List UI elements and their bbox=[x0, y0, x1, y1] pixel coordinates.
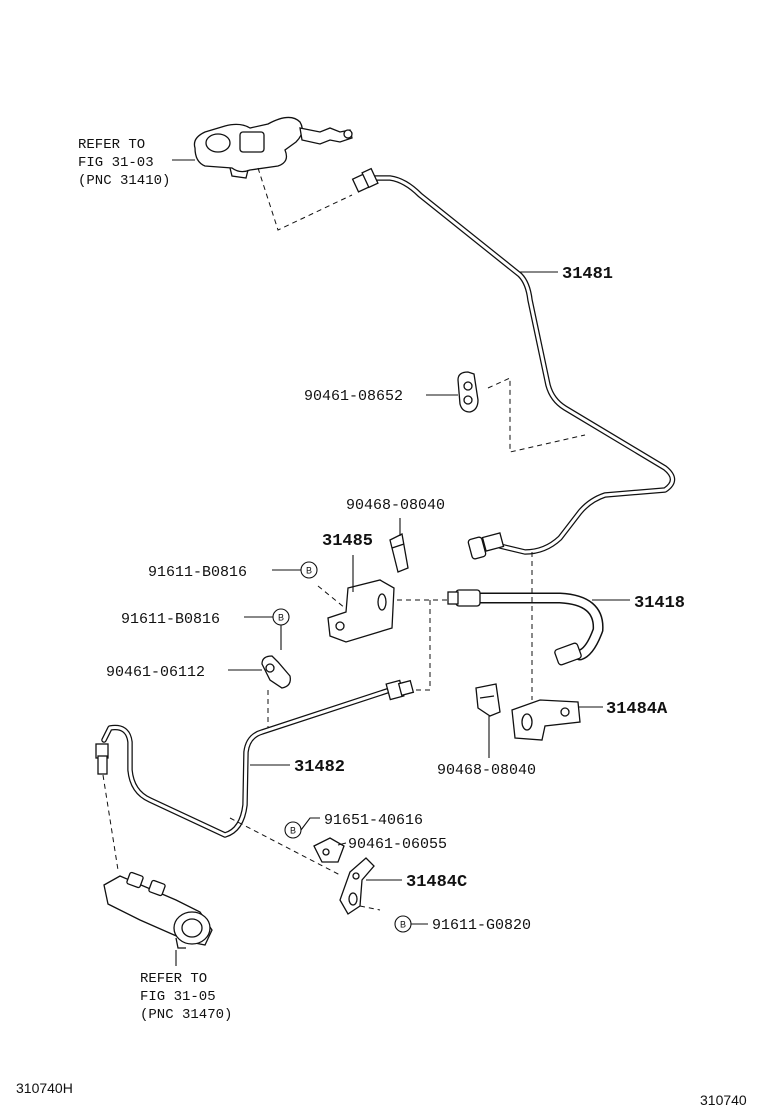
hose-31418 bbox=[447, 589, 604, 666]
bolt-mark-g0820: B bbox=[394, 915, 412, 933]
bracket-31485-dash-2 bbox=[412, 600, 431, 691]
clip-90461-06112 bbox=[261, 655, 291, 689]
svg-text:B: B bbox=[290, 826, 296, 836]
bracket-31484A bbox=[511, 699, 581, 741]
svg-text:REFER TO: REFER TO bbox=[140, 971, 207, 987]
label-31484A: 31484A bbox=[606, 700, 668, 719]
label-91611-B0816-b: 91611-B0816 bbox=[121, 611, 220, 628]
bolt-mark-b0816-b: B bbox=[272, 608, 290, 626]
pipe-31482 bbox=[95, 679, 415, 838]
page-code: 310740 bbox=[700, 1092, 747, 1108]
refer-bottom-label: REFER TO FIG 31-05 (PNC 31470) bbox=[140, 971, 232, 1023]
clip-90468-08040-bottom bbox=[475, 683, 501, 717]
svg-text:(PNC 31410): (PNC 31410) bbox=[78, 173, 170, 189]
diagram-id: 310740H bbox=[16, 1080, 73, 1096]
label-31485: 31485 bbox=[322, 532, 373, 551]
slave-cylinder-dash bbox=[102, 774, 119, 871]
master-cylinder-assembly bbox=[193, 116, 353, 179]
svg-text:FIG 31-03: FIG 31-03 bbox=[78, 155, 154, 171]
clip-08652-dash bbox=[487, 377, 586, 453]
label-31481: 31481 bbox=[562, 265, 613, 284]
label-91651-40616: 91651-40616 bbox=[324, 812, 423, 829]
leader-90461-06055 bbox=[337, 842, 347, 846]
label-90461-08652: 90461-08652 bbox=[304, 388, 403, 405]
bracket-31485 bbox=[327, 579, 395, 643]
label-31482: 31482 bbox=[294, 758, 345, 777]
svg-text:FIG 31-05: FIG 31-05 bbox=[140, 989, 216, 1005]
clip-90461-06055 bbox=[313, 837, 345, 863]
bracket-31484C bbox=[339, 857, 375, 915]
bracket-31484C-dash bbox=[229, 817, 341, 876]
bolt-mark-40616: B bbox=[284, 821, 302, 839]
leader-91651-40616 bbox=[300, 817, 320, 831]
svg-text:(PNC 31470): (PNC 31470) bbox=[140, 1007, 232, 1023]
label-90461-06112: 90461-06112 bbox=[106, 664, 205, 681]
label-90461-06055: 90461-06055 bbox=[348, 836, 447, 853]
label-91611-B0816-a: 91611-B0816 bbox=[148, 564, 247, 581]
label-31418: 31418 bbox=[634, 594, 685, 613]
pipe-31481 bbox=[351, 167, 676, 560]
bolt-b0816-dash bbox=[317, 585, 346, 609]
svg-text:REFER TO: REFER TO bbox=[78, 137, 145, 153]
label-31484C: 31484C bbox=[406, 873, 467, 892]
svg-text:B: B bbox=[278, 613, 284, 623]
slave-cylinder-assembly bbox=[103, 871, 213, 949]
svg-text:B: B bbox=[306, 566, 312, 576]
master-cylinder-link-dash bbox=[257, 167, 353, 231]
label-91611-G0820: 91611-G0820 bbox=[432, 917, 531, 934]
label-90468-08040-top: 90468-08040 bbox=[346, 497, 445, 514]
bolt-g0820-dash bbox=[359, 905, 381, 911]
clip-90461-08652 bbox=[457, 371, 479, 413]
svg-text:B: B bbox=[400, 920, 406, 930]
clip-90468-08040-top bbox=[389, 533, 409, 573]
refer-top-label: REFER TO FIG 31-03 (PNC 31410) bbox=[78, 137, 170, 189]
bolt-mark-b0816-a: B bbox=[300, 561, 318, 579]
label-90468-08040-bottom: 90468-08040 bbox=[437, 762, 536, 779]
